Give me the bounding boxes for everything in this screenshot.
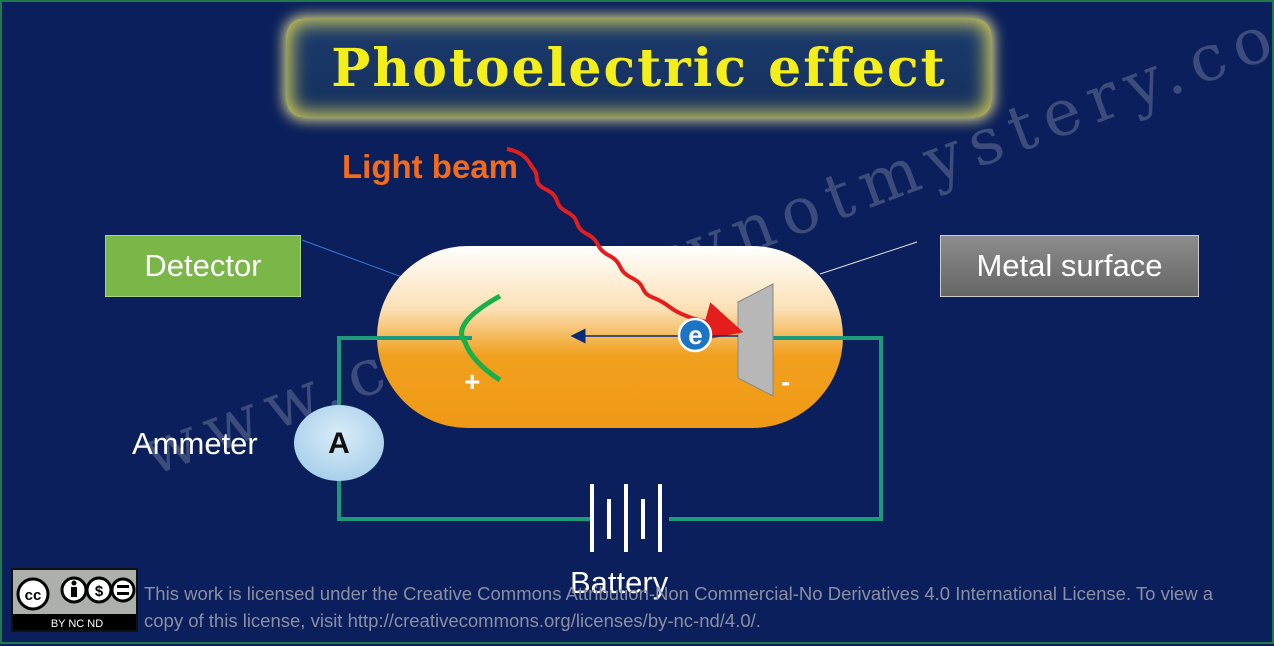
electron-symbol: e	[688, 320, 703, 350]
electron	[677, 317, 713, 353]
battery-symbol	[590, 484, 662, 552]
cc-license-badge[interactable]: cc $ BY NC ND	[11, 568, 138, 632]
light-beam-ray	[506, 147, 744, 341]
metal-plate	[737, 283, 774, 397]
detector-label: Detector	[105, 235, 301, 297]
detector-arc	[459, 293, 502, 383]
title-banner: Photoelectric effect	[286, 18, 992, 118]
svg-text:$: $	[95, 583, 104, 600]
ammeter-symbol: A	[328, 427, 350, 460]
svg-text:cc: cc	[25, 587, 42, 604]
light-beam-label: Light beam	[342, 148, 519, 185]
circuit-wire	[337, 479, 592, 521]
ammeter	[294, 405, 384, 481]
positive-terminal: +	[464, 366, 481, 397]
battery-label: Battery	[570, 565, 669, 600]
negative-terminal: -	[781, 366, 791, 397]
circuit-wire	[669, 336, 883, 521]
metal-surface-label: Metal surface	[940, 235, 1199, 297]
page-title: Photoelectric effect	[331, 37, 947, 99]
ammeter-label: Ammeter	[132, 426, 258, 461]
cc-badge-text: BY NC ND	[51, 618, 103, 630]
circuit-wire	[337, 336, 472, 407]
metal-pointer-line	[819, 241, 918, 275]
license-notice: This work is licensed under the Creative…	[144, 583, 1214, 631]
vacuum-tube	[377, 246, 843, 428]
cc-icon: cc $ BY NC ND	[13, 570, 136, 630]
